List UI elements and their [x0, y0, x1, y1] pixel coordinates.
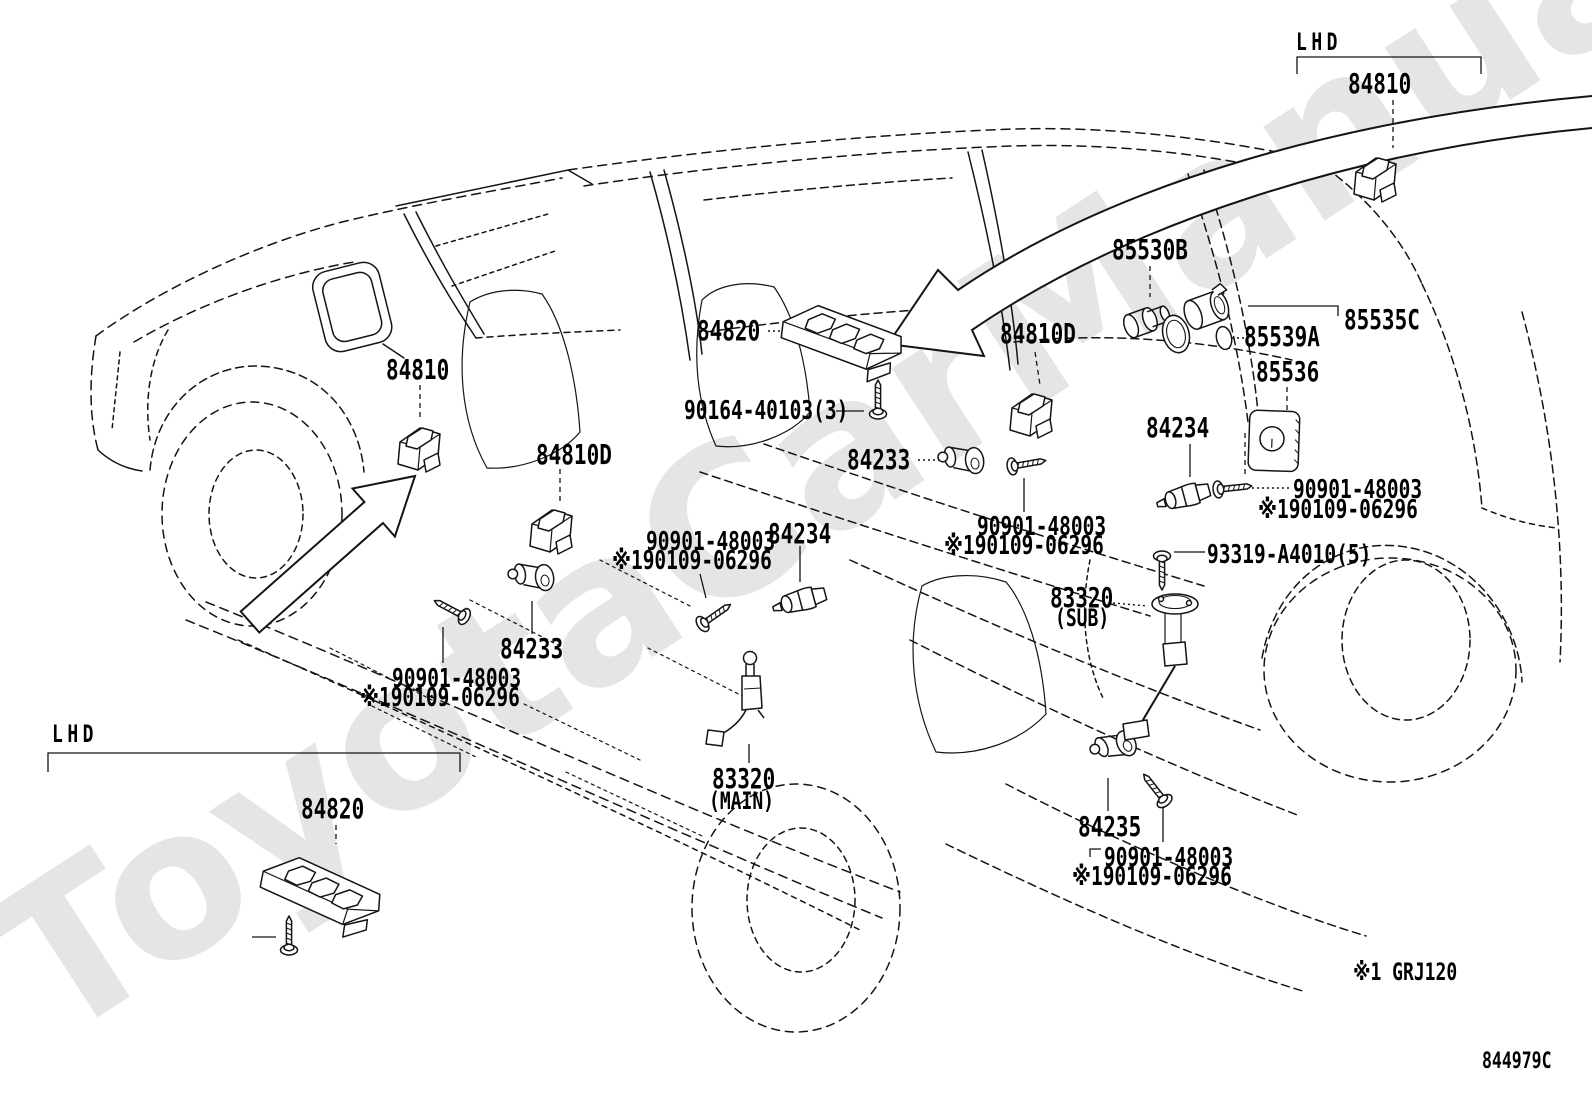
cover-85536-icon: [1247, 409, 1301, 473]
switch-84234-right-icon: [1153, 478, 1213, 515]
arrow-rear-door-icon: [886, 95, 1592, 358]
screw-90901-bottom-icon: [1136, 768, 1176, 811]
fuel-sender-sub-83320-icon: [1122, 593, 1199, 741]
gasket-85539a-icon: [1215, 325, 1233, 351]
screw-93319-icon: [1152, 550, 1172, 591]
arrow-front-door-icon: [239, 474, 417, 634]
fuel-sender-main-83320-icon: [705, 650, 765, 747]
screw-90901-right-icon: [1211, 476, 1254, 500]
side-mirror: [311, 261, 393, 353]
pointer-arrows: [239, 95, 1592, 634]
leader-lines: [47, 56, 1482, 938]
window-switch-84810-left-icon: [397, 427, 441, 473]
part-pictograms: [250, 157, 1397, 956]
